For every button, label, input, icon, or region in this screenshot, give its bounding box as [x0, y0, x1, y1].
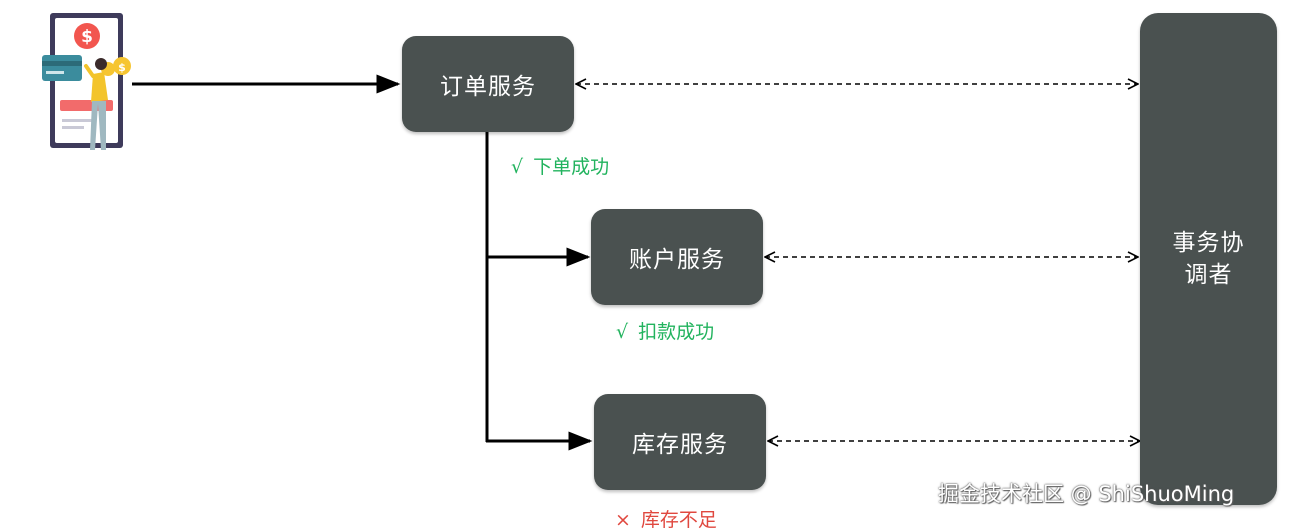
svg-text:$: $	[118, 61, 126, 74]
person-icon	[84, 58, 108, 150]
dollar-coin-icon: $	[74, 23, 100, 49]
order-status-text: 下单成功	[533, 156, 610, 178]
cross-icon: ×	[615, 509, 631, 531]
transaction-coordinator-box: 事务协调者	[1140, 13, 1277, 505]
account-service-label: 账户服务	[629, 247, 725, 273]
account-service-box: 账户服务	[591, 209, 763, 305]
order-status: √ 下单成功	[511, 152, 609, 179]
stock-status-text: 库存不足	[640, 509, 717, 531]
watermark-text: 掘金技术社区 @ ShiShuoMing	[938, 482, 1235, 506]
account-status-text: 扣款成功	[638, 321, 715, 343]
order-service-box: 订单服务	[402, 36, 574, 132]
transaction-coordinator-label: 事务协调者	[1172, 230, 1245, 288]
stock-status: × 库存不足	[615, 505, 717, 532]
gold-coins-icon: $	[101, 57, 131, 76]
credit-card-icon	[42, 55, 82, 81]
user-illustration: $ $	[42, 13, 131, 150]
check-icon: √	[511, 156, 524, 178]
stock-service-box: 库存服务	[594, 394, 766, 490]
check-icon: √	[616, 321, 629, 343]
svg-text:$: $	[81, 27, 93, 47]
order-service-label: 订单服务	[440, 74, 536, 100]
account-status: √ 扣款成功	[616, 317, 714, 344]
stock-service-label: 库存服务	[632, 432, 728, 458]
